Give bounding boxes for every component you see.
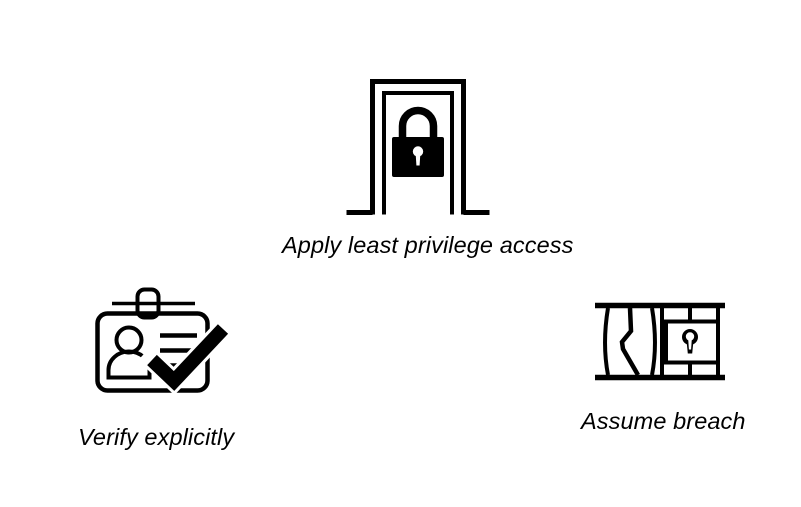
padlock-keyhole-stem <box>415 152 421 166</box>
caption-verify-explicitly: Verify explicitly <box>78 424 235 450</box>
crack-zigzag <box>619 307 640 377</box>
id-badge-with-checkmark-icon <box>90 284 250 402</box>
checkmark <box>147 324 229 391</box>
door-with-padlock-icon <box>344 66 492 226</box>
brick-divider-1 <box>603 307 610 376</box>
person-head <box>114 325 144 355</box>
caption-assume-breach: Assume breach <box>581 408 746 434</box>
principle-apply-least-privilege-access: Apply least privilege access <box>268 66 573 266</box>
door-panel <box>382 91 454 215</box>
padlock-shackle <box>398 106 438 139</box>
caption-apply-least-privilege-access: Apply least privilege access <box>282 232 574 258</box>
principle-assume-breach: Assume breach <box>560 296 790 446</box>
keyhole-inner-stem <box>688 337 692 350</box>
door-frame <box>370 79 466 215</box>
principle-verify-explicitly: Verify explicitly <box>60 284 320 459</box>
brick-divider-2 <box>650 307 657 376</box>
keyhole-inner <box>685 332 695 341</box>
cracked-brick-wall-with-keyhole-icon <box>590 296 730 392</box>
badge-clip <box>135 287 161 320</box>
padlock-keyhole <box>412 146 424 157</box>
